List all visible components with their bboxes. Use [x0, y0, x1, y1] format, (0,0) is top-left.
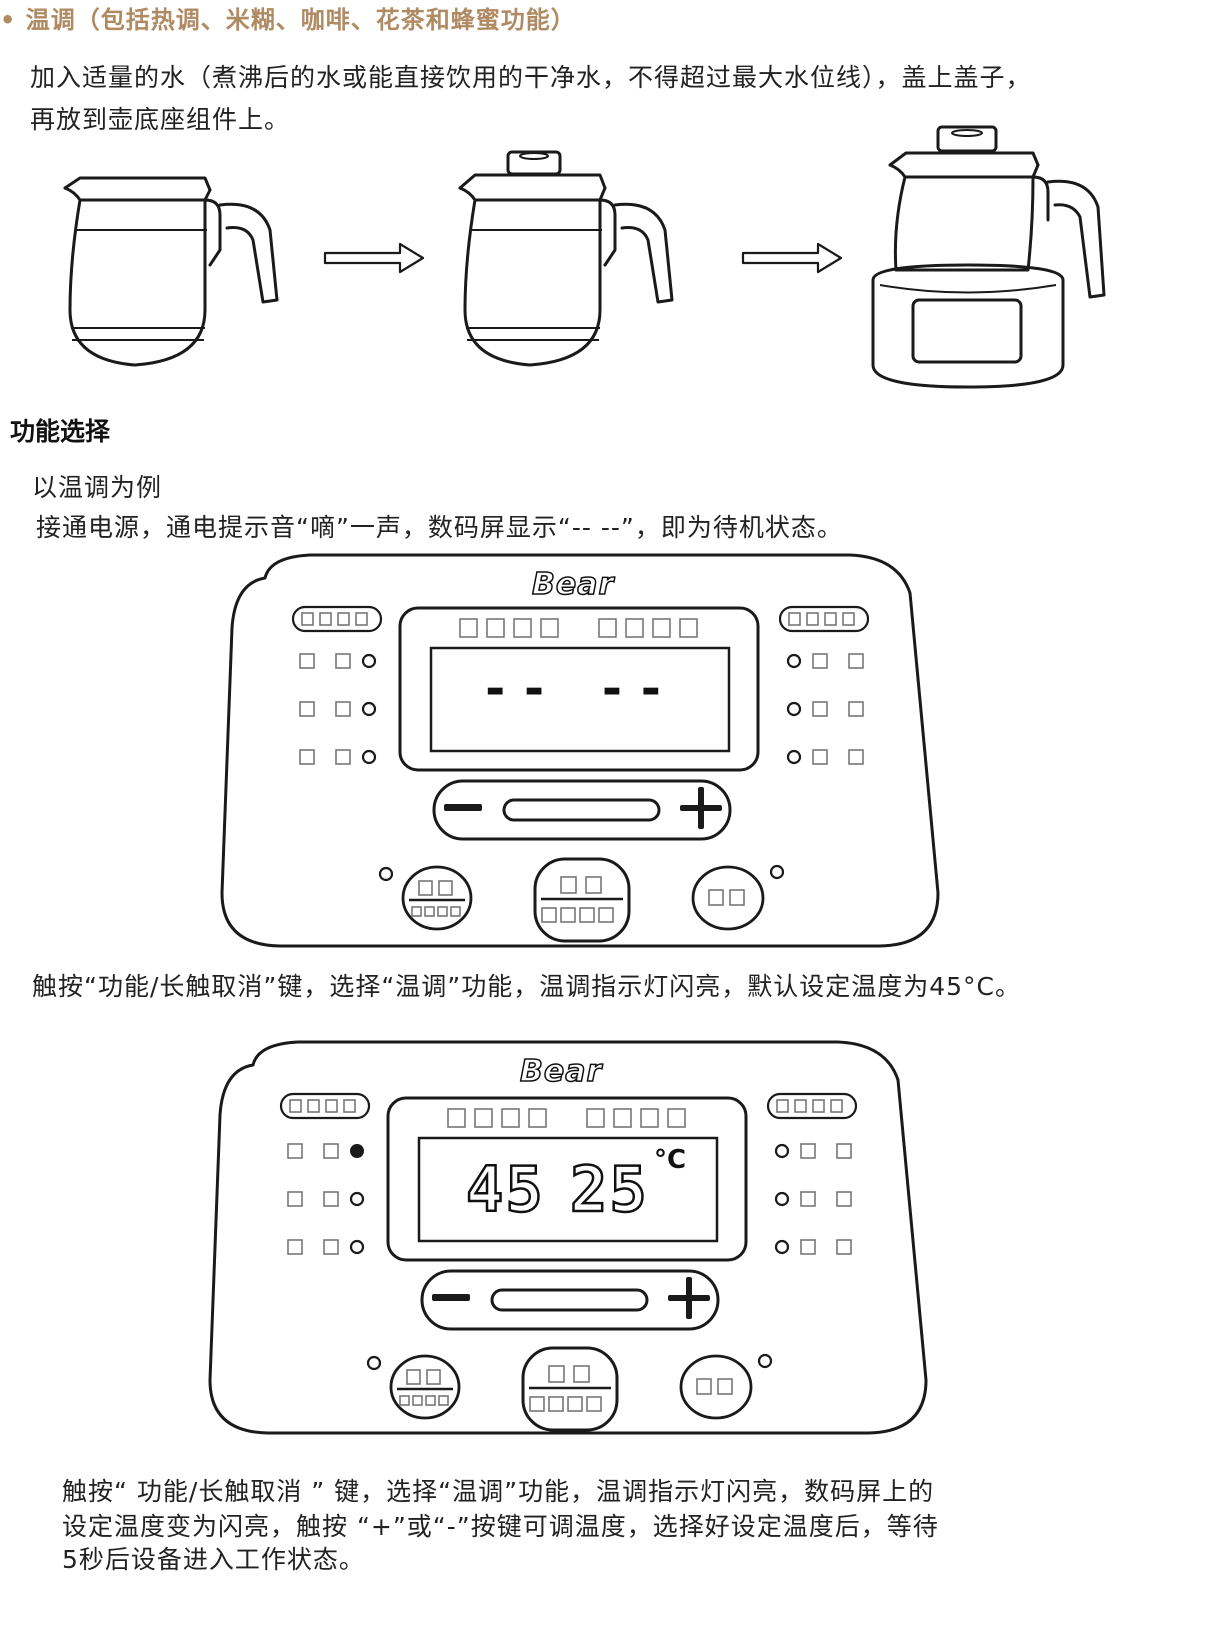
section-title: • 温调（包括热调、米糊、咖啡、花茶和蜂蜜功能）	[0, 6, 576, 34]
indicator-dot-icon	[361, 701, 377, 717]
indicator-dot-icon	[774, 1143, 790, 1159]
right-indicators	[786, 653, 864, 765]
arrow-right-icon	[741, 242, 843, 274]
kettle-icon	[63, 176, 279, 367]
indicator-dot-icon	[786, 653, 802, 669]
kettle-icon	[458, 150, 674, 367]
right-mode-label	[778, 605, 870, 633]
minus-icon[interactable]	[444, 804, 482, 811]
standby-display: -- --	[480, 661, 676, 717]
plus-icon[interactable]	[668, 1277, 710, 1319]
control-panel-temp: Bear 45 25 °C	[208, 1040, 928, 1435]
right-indicators	[774, 1143, 852, 1255]
bottom-buttons[interactable]	[363, 1344, 783, 1434]
standby-text: 接通电源，通电提示音“嘀”一声，数码屏显示“-- --”，即为待机状态。	[36, 513, 843, 542]
brand-logo: Bear	[531, 566, 615, 603]
control-panel-standby: Bear -- --	[220, 553, 940, 948]
panel1-caption: 触按“功能/长触取消”键，选择“温调”功能，温调指示灯闪亮，默认设定温度为45°…	[32, 972, 1022, 1001]
left-indicators	[287, 1143, 365, 1255]
display-frame	[398, 606, 760, 772]
brand-logo: Bear	[519, 1053, 603, 1090]
temp-unit: °C	[654, 1145, 687, 1175]
kettle-icon	[871, 125, 1106, 389]
display-frame	[386, 1096, 748, 1262]
intro-line-2: 再放到壶底座组件上。	[30, 105, 291, 134]
panel2-caption-line-3: 5秒后设备进入工作状态。	[62, 1545, 365, 1574]
right-mode-label	[766, 1092, 858, 1120]
bottom-buttons[interactable]	[375, 855, 795, 945]
indicator-dot-icon	[349, 1191, 365, 1207]
left-mode-label	[291, 605, 383, 633]
arrow-right-icon	[323, 242, 425, 274]
adjust-bar	[432, 779, 732, 841]
adjust-bar	[420, 1269, 720, 1331]
function-select-heading: 功能选择	[10, 417, 111, 446]
indicator-dot-icon	[361, 653, 377, 669]
indicator-dot-icon	[349, 1239, 365, 1255]
indicator-dot-icon	[361, 749, 377, 765]
indicator-dot-icon	[774, 1239, 790, 1255]
indicator-dot-icon	[786, 749, 802, 765]
panel2-caption-line-1: 触按“ 功能/长触取消 ” 键，选择“温调”功能，温调指示灯闪亮，数码屏上的	[62, 1477, 935, 1506]
example-text: 以温调为例	[32, 473, 163, 502]
current-temp-display: 25	[569, 1152, 649, 1228]
plus-icon[interactable]	[680, 787, 722, 829]
intro-line-1: 加入适量的水（煮沸后的水或能直接饮用的干净水，不得超过最大水位线），盖上盖子，	[30, 63, 1032, 92]
indicator-dot-icon	[774, 1191, 790, 1207]
left-mode-label	[279, 1092, 371, 1120]
indicator-dot-icon	[350, 1144, 364, 1158]
minus-icon[interactable]	[432, 1294, 470, 1301]
set-temp-display: 45	[465, 1152, 545, 1228]
indicator-dot-icon	[786, 701, 802, 717]
panel2-caption-line-2: 设定温度变为闪亮，触按 “+”或“-”按键可调温度，选择好设定温度后，等待	[62, 1512, 939, 1541]
left-indicators	[299, 653, 377, 765]
